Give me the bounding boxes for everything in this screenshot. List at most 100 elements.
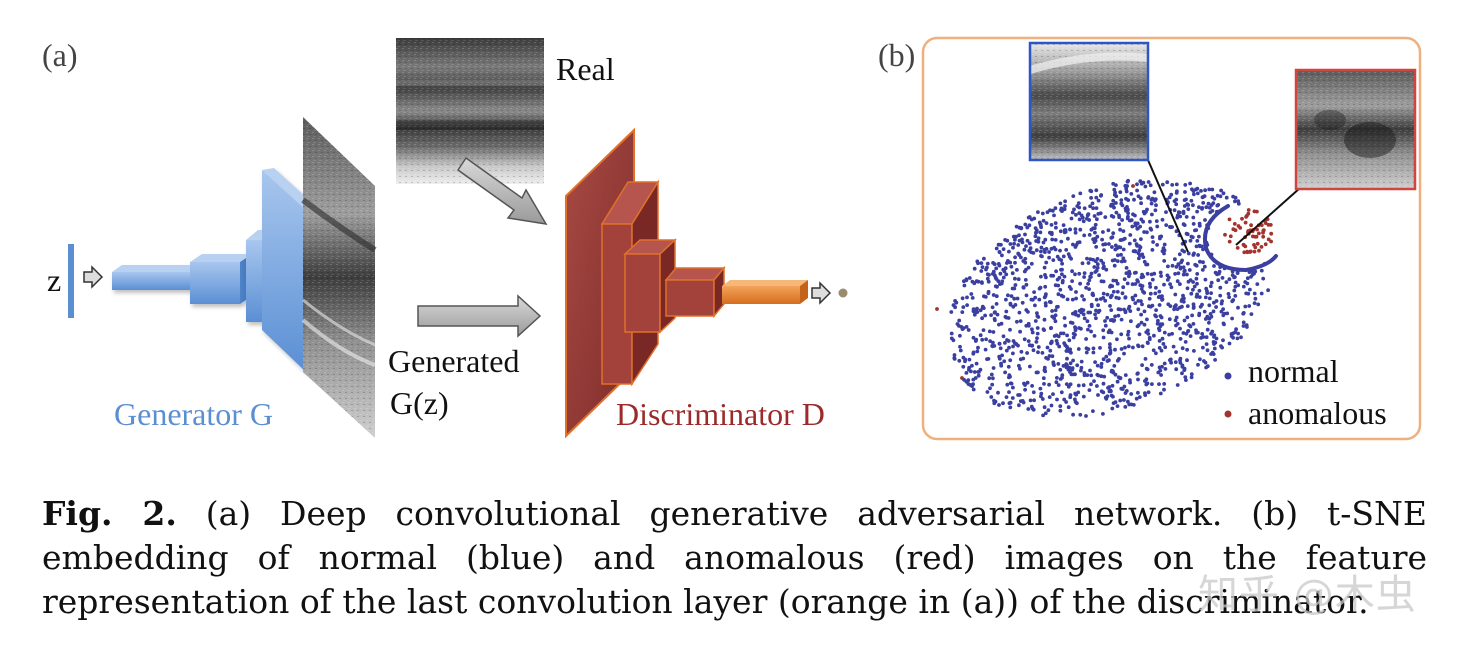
normal-point [1113,314,1117,319]
normal-point [1036,345,1041,349]
tsne-scatter [935,178,1274,418]
normal-point [1191,203,1195,208]
normal-point [1174,323,1178,328]
normal-point [1092,214,1097,218]
normal-point [1084,350,1089,355]
normal-point [1145,262,1150,267]
anomalous-point [1255,241,1260,246]
normal-point [1099,374,1104,379]
normal-point [1039,394,1043,399]
normal-point [1107,358,1111,363]
normal-point [1146,180,1151,184]
normal-point [1124,196,1128,201]
normal-point [1194,228,1199,233]
normal-point [962,279,966,284]
normal-point [974,361,979,366]
anomalous-point [1240,216,1244,221]
normal-point [964,325,969,329]
normal-point [1227,341,1232,346]
normal-point [1167,332,1171,337]
normal-point [1007,373,1012,378]
normal-point [1053,238,1058,242]
normal-point [1016,277,1021,282]
normal-point [1155,224,1160,229]
normal-point [1220,299,1224,303]
normal-point [1038,230,1043,235]
normal-point [1139,312,1143,317]
normal-point [1085,319,1090,324]
normal-point [1093,360,1097,364]
normal-point [1004,348,1009,353]
legend-normal-marker [1224,372,1232,380]
normal-point [984,337,988,342]
normal-point [1032,290,1036,294]
normal-point [1241,284,1246,289]
normal-point [1087,278,1092,283]
normal-point [1108,342,1112,347]
normal-point [1203,295,1208,300]
normal-point [1207,187,1212,192]
normal-point [1110,383,1115,388]
normal-point [1078,227,1083,232]
normal-point [1108,351,1113,355]
normal-point [1040,254,1044,259]
normal-point [1076,383,1081,388]
normal-point [1071,242,1075,247]
normal-point [1089,382,1093,387]
normal-point [1091,293,1096,298]
normal-point [1249,274,1253,279]
normal-point [1086,281,1090,286]
normal-point [1141,180,1146,185]
anomalous-point [1228,234,1233,239]
normal-point [971,382,975,386]
normal-point [1193,262,1198,267]
normal-point [1092,334,1097,338]
normal-point [1243,280,1248,284]
normal-point [989,313,993,317]
normal-point [1205,314,1210,319]
normal-point [1157,328,1162,333]
normal-point [1136,390,1140,395]
normal-point [1082,275,1086,279]
normal-point [1026,321,1031,326]
normal-point [1190,313,1194,318]
normal-point [1013,283,1018,287]
normal-point [1038,386,1043,391]
real-arrow-icon [456,156,548,225]
normal-point [994,276,998,281]
normal-point [1123,310,1128,315]
normal-point [1111,198,1116,203]
normal-point [1053,206,1058,211]
normal-point [1082,206,1087,211]
normal-point [1086,327,1090,332]
normal-point [958,344,962,349]
normal-point [1200,206,1205,210]
normal-point [980,316,984,321]
normal-point [1072,207,1076,212]
normal-point [1248,287,1252,292]
real-image [396,38,544,184]
normal-point [1020,240,1025,245]
normal-point [1114,210,1119,215]
normal-point [1205,364,1210,369]
normal-point [1082,233,1087,238]
normal-point [978,308,983,313]
normal-point [1052,245,1057,250]
normal-point [1123,373,1128,377]
normal-point [1041,413,1045,418]
normal-point [1115,281,1120,286]
normal-point [1175,213,1180,218]
normal-point [1062,397,1067,402]
normal-point [1160,182,1165,187]
normal-point [1076,313,1081,318]
normal-point [971,350,976,355]
normal-point [972,266,977,271]
normal-point [1018,366,1022,371]
normal-point [1059,258,1064,262]
normal-point [1233,284,1238,289]
normal-point [1021,356,1026,361]
normal-point [1071,194,1076,199]
normal-point [1119,386,1124,391]
normal-point [979,269,984,273]
normal-point [1110,318,1115,322]
